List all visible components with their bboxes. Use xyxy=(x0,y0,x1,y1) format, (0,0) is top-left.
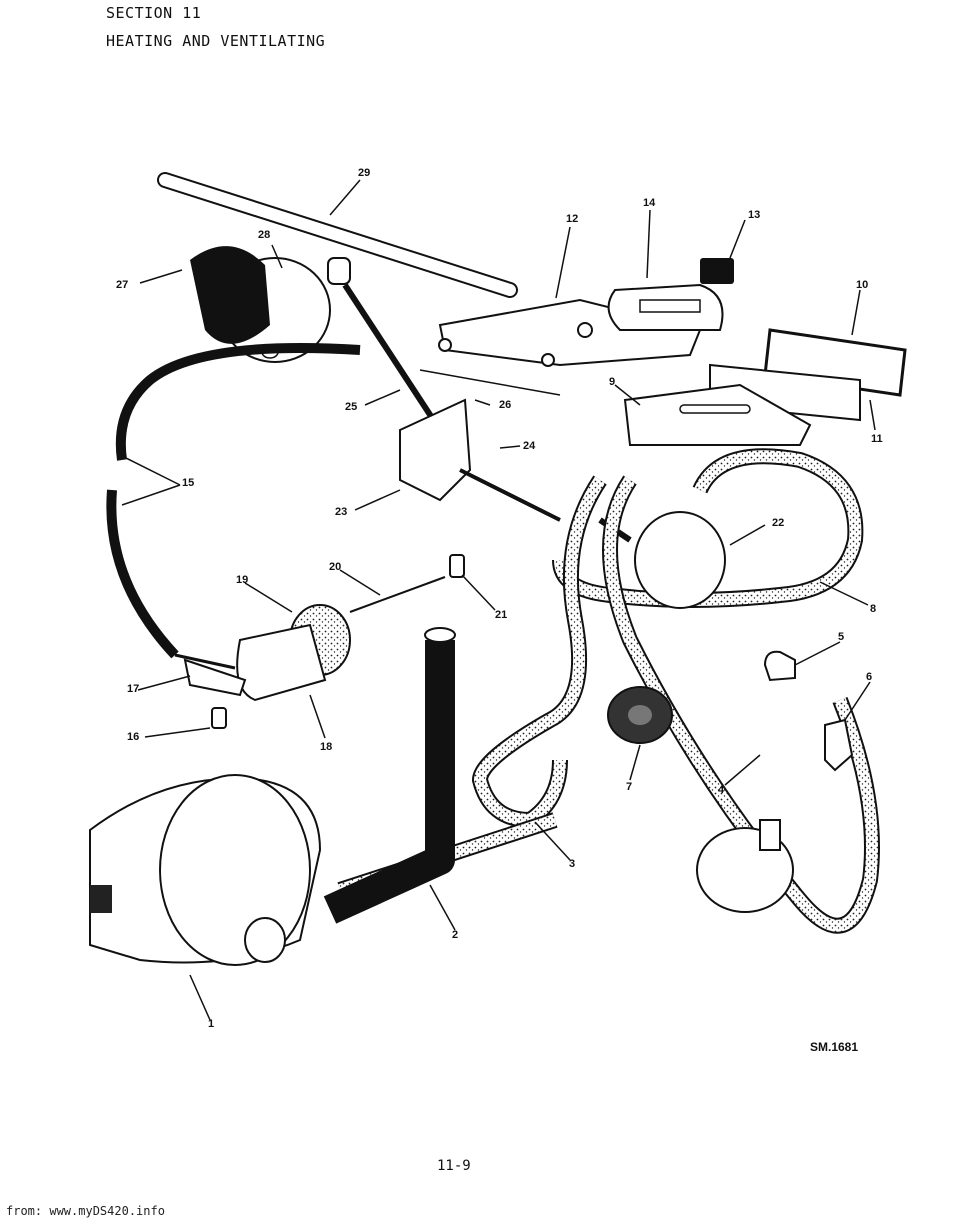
part-1-heater-unit xyxy=(89,774,322,966)
callout-24: 24 xyxy=(523,440,536,452)
callout-14: 14 xyxy=(643,197,656,209)
part-2-hose xyxy=(323,627,456,924)
part-16-nut xyxy=(211,707,227,729)
callout-27: 27 xyxy=(116,279,128,291)
callout-10: 10 xyxy=(856,279,868,291)
callout-11: 11 xyxy=(871,433,883,445)
part-18-19-valve-unit xyxy=(183,604,351,702)
drawing-reference: SM.1681 xyxy=(810,1040,859,1054)
section-title: HEATING AND VENTILATING xyxy=(106,32,326,50)
callout-21: 21 xyxy=(495,609,507,621)
part-14-panel xyxy=(607,283,724,331)
callout-15: 15 xyxy=(182,477,194,489)
callout-23: 23 xyxy=(335,506,347,518)
part-25-23-lever xyxy=(327,257,561,522)
part-5-clip xyxy=(763,650,796,682)
callout-19: 19 xyxy=(236,574,248,586)
part-7-grommet xyxy=(607,686,673,744)
callout-9: 9 xyxy=(609,376,615,388)
callout-6: 6 xyxy=(866,671,872,683)
part-3-hose xyxy=(337,475,607,898)
callout-25: 25 xyxy=(345,401,357,413)
callout-20: 20 xyxy=(329,561,341,573)
callout-13: 13 xyxy=(748,209,760,221)
callout-16: 16 xyxy=(127,731,139,743)
callout-8: 8 xyxy=(870,603,876,615)
callout-1: 1 xyxy=(208,1018,214,1030)
leader-lines xyxy=(121,179,876,1021)
callout-4: 4 xyxy=(718,784,725,796)
part-27-28-grommet xyxy=(190,246,331,363)
callout-7: 7 xyxy=(626,781,632,793)
callout-labels: 1 2 3 4 5 6 7 8 9 10 11 12 13 14 15 16 1… xyxy=(116,167,883,1030)
callout-5: 5 xyxy=(838,631,844,643)
callout-26: 26 xyxy=(499,399,511,411)
callout-29: 29 xyxy=(358,167,370,179)
callout-22: 22 xyxy=(772,517,784,529)
callout-18: 18 xyxy=(320,741,332,753)
part-water-valve xyxy=(696,819,794,913)
callout-2: 2 xyxy=(452,929,458,941)
callout-3: 3 xyxy=(569,858,575,870)
callout-17: 17 xyxy=(127,683,139,695)
part-20-21-link xyxy=(349,554,465,613)
part-15-cable xyxy=(106,343,361,670)
part-29-rod xyxy=(157,172,518,298)
part-9-10-11-vent-box xyxy=(623,328,907,446)
callout-12: 12 xyxy=(566,213,578,225)
part-13-knob xyxy=(700,258,734,284)
part-6-clip xyxy=(824,718,854,772)
source-watermark: from: www.myDS420.info xyxy=(6,1204,165,1218)
callout-28: 28 xyxy=(258,229,270,241)
part-22-valve xyxy=(598,511,726,609)
page-number: 11-9 xyxy=(437,1158,471,1174)
section-heading: SECTION 11 xyxy=(106,4,202,22)
